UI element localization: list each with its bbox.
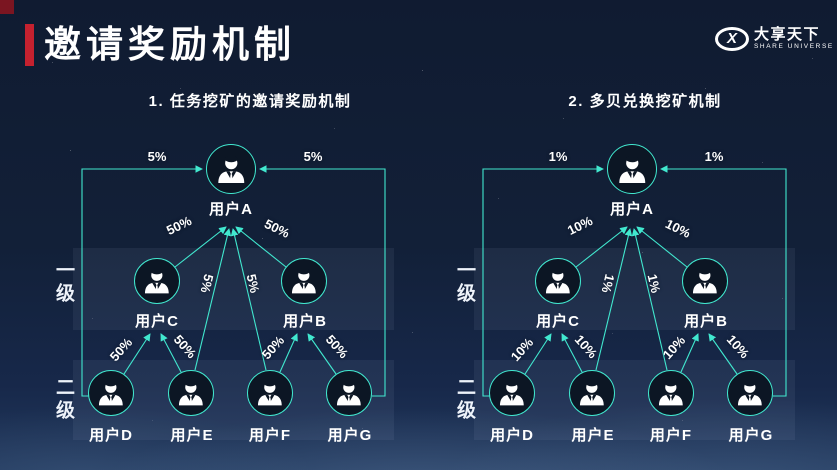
user-node-g [727, 370, 773, 416]
person-icon [258, 380, 282, 406]
person-icon [337, 380, 361, 406]
user-label-d: 用户D [490, 427, 534, 444]
brand-logo-icon: X [715, 26, 749, 51]
user-label-a: 用户A [209, 201, 253, 218]
user-label-g: 用户G [327, 427, 373, 444]
brand-logo-text: 大享天下 SHARE UNIVERSE [754, 26, 834, 51]
edge-label-outer-right: 5% [303, 149, 323, 164]
title-accent-bar [25, 24, 34, 66]
brand-name-en: SHARE UNIVERSE [754, 43, 834, 50]
person-icon [218, 155, 244, 183]
user-node-f [247, 370, 293, 416]
edge-lines [482, 165, 787, 397]
page-title: 邀请奖励机制 [44, 24, 296, 65]
level2-label: 二级 [454, 377, 475, 423]
user-label-d: 用户D [89, 427, 133, 444]
person-icon [292, 268, 316, 294]
diagram2-subtitle: 2. 多贝兑换挖矿机制 [568, 93, 722, 110]
person-icon [500, 380, 524, 406]
person-icon [693, 268, 717, 294]
person-icon [99, 380, 123, 406]
user-label-e: 用户E [170, 427, 214, 444]
user-node-f [648, 370, 694, 416]
user-label-c: 用户C [536, 313, 580, 330]
brand-logo: X 大享天下 SHARE UNIVERSE [715, 26, 834, 51]
level1-band [474, 248, 795, 330]
user-node-b [682, 258, 728, 304]
user-label-a: 用户A [610, 201, 654, 218]
user-label-c: 用户C [135, 313, 179, 330]
level1-band [73, 248, 394, 330]
user-node-d [88, 370, 134, 416]
user-node-a [206, 144, 256, 194]
user-label-g: 用户G [728, 427, 774, 444]
user-node-c [134, 258, 180, 304]
diagram1-subtitle: 1. 任务挖矿的邀请奖励机制 [148, 93, 352, 110]
user-node-g [326, 370, 372, 416]
diagram-exchange-mining: 一级 二级 [441, 130, 821, 460]
edge-label-outer-right: 1% [704, 149, 724, 164]
user-label-f: 用户F [248, 427, 292, 444]
brand-name-cn: 大享天下 [754, 26, 821, 43]
person-icon [619, 155, 645, 183]
logo-x-glyph: X [726, 30, 737, 47]
edge-label-outer-left: 1% [548, 149, 568, 164]
person-icon [659, 380, 683, 406]
edge-lines [81, 165, 386, 397]
user-node-e [569, 370, 615, 416]
person-icon [580, 380, 604, 406]
user-label-e: 用户E [571, 427, 615, 444]
user-label-b: 用户B [283, 313, 327, 330]
user-node-d [489, 370, 535, 416]
user-node-e [168, 370, 214, 416]
user-node-c [535, 258, 581, 304]
person-icon [145, 268, 169, 294]
level1-label: 一级 [454, 260, 475, 306]
corner-accent-square [0, 0, 14, 14]
user-label-b: 用户B [684, 313, 728, 330]
user-node-b [281, 258, 327, 304]
person-icon [546, 268, 570, 294]
person-icon [738, 380, 762, 406]
person-icon [179, 380, 203, 406]
level2-label: 二级 [53, 377, 74, 423]
user-label-f: 用户F [649, 427, 693, 444]
edge-label-outer-left: 5% [147, 149, 167, 164]
diagram-task-mining: 一级 二级 [40, 130, 420, 460]
user-node-a [607, 144, 657, 194]
level1-label: 一级 [53, 260, 74, 306]
